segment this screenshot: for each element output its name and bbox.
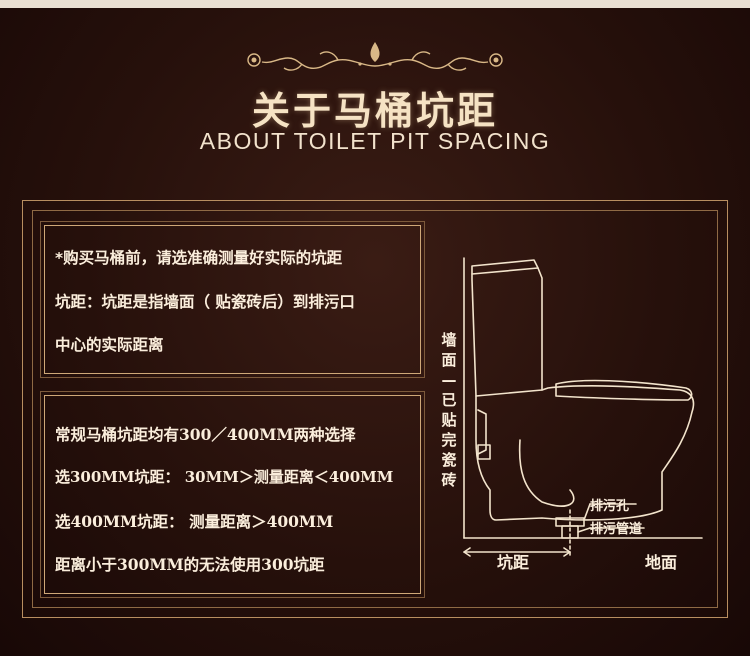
drain-pipe-label: 排污管道 [590,522,643,537]
floor-label: 地面 [645,553,678,572]
toilet-tank [471,267,543,397]
wall-label: 墙面—已贴完瓷砖 [441,331,457,489]
option-line: 距离小于300MM的无法使用300坑距 [55,555,325,574]
drain-hole-label: 排污孔 [590,499,630,514]
toilet-seat [555,379,693,401]
outer-frame [22,200,728,618]
tip-line: 坑距：坑距是指墙面（ 贴瓷砖后）到排污口 [55,293,355,311]
tip-box-measure: *购买马桶前，请选准确测量好实际的坑距 坑距：坑距是指墙面（ 贴瓷砖后）到排污口… [40,221,425,378]
tip-line: 中心的实际距离 [55,336,164,354]
tip-box-options: 常规马桶坑距均有300／400MM两种选择 选300MM坑距： 30MM＞测量距… [40,391,425,598]
page-subtitle: ABOUT TOILET PIT SPACING [199,128,551,154]
top-edge-strip [0,0,750,8]
pit-distance-label: 坑距 [497,553,530,572]
toilet-diagram [463,257,703,557]
option-line: 常规马桶坑距均有300／400MM两种选择 [55,425,356,444]
ornament-divider-icon [247,42,503,71]
page-title: 关于马桶坑距 [251,89,498,133]
option-line: 选300MM坑距： 30MM＞测量距离＜400MM [55,468,394,486]
inner-frame [32,210,718,608]
option-line: 选400MM坑距： 测量距离＞400MM [55,512,334,531]
toilet-bowl [475,385,695,521]
tip-line: *购买马桶前，请选准确测量好实际的坑距 [55,249,343,267]
